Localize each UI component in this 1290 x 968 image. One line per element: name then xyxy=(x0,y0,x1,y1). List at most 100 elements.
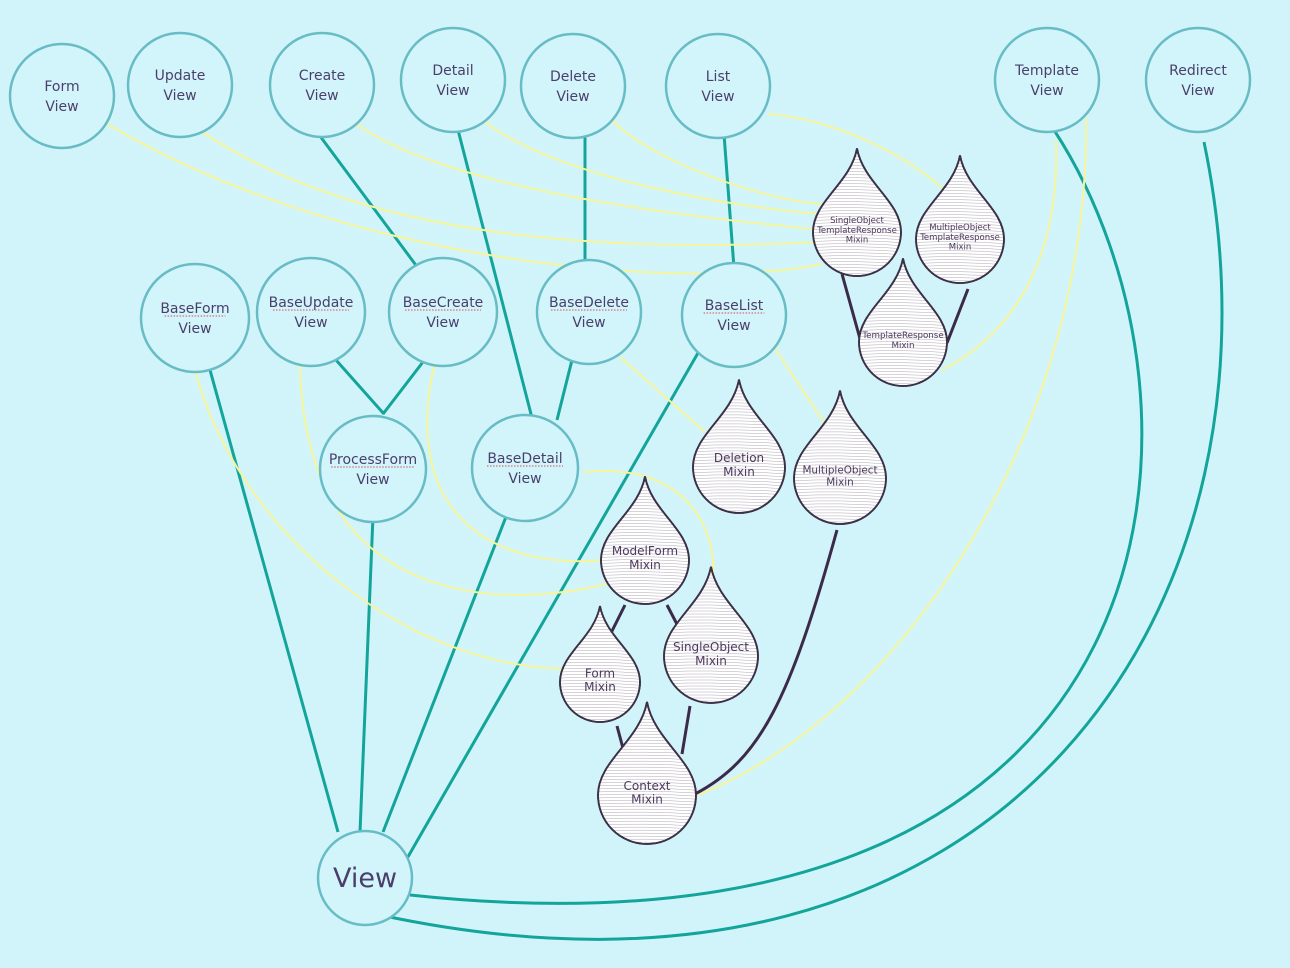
edge-teal-9 xyxy=(381,503,513,833)
class-circle-delete xyxy=(519,32,627,140)
edge-teal-3 xyxy=(722,133,736,269)
class-label-form-1: View xyxy=(45,99,78,115)
class-label-list-0: List xyxy=(706,69,731,85)
mixin-label-singleobject-0: SingleObject xyxy=(673,640,749,654)
class-label-basedetail-0: BaseDetail xyxy=(487,451,562,467)
class-label-view-0: View xyxy=(333,863,397,894)
class-circle-detail xyxy=(399,26,507,134)
class-circle-basedelete xyxy=(535,258,643,366)
mixin-outline-form_mixin xyxy=(559,605,641,723)
mixin-label-form_mixin-1: Mixin xyxy=(584,680,616,694)
mixin-label-templateresponse-0: TemplateResponse xyxy=(861,331,943,341)
edge-teal-7 xyxy=(208,369,340,833)
mixin-label-singleobject_tr-0: SingleObject xyxy=(830,216,884,226)
class-label-baselist-0: BaseList xyxy=(705,298,764,314)
mixin-label-templateresponse-1: Mixin xyxy=(892,341,915,351)
edge-dark-33 xyxy=(694,529,839,796)
edge-teal-8 xyxy=(358,515,375,833)
class-circle-form xyxy=(8,42,116,150)
edge-teal-0 xyxy=(318,135,420,269)
class-circle-list xyxy=(664,32,772,140)
mixin-label-context-1: Mixin xyxy=(631,793,663,807)
class-circle-processform xyxy=(318,414,428,524)
mixin-label-multipleobject_tr-1: TemplateResponse xyxy=(919,233,1000,243)
class-label-basedelete-1: View xyxy=(572,315,605,331)
class-label-detail-0: Detail xyxy=(432,63,473,79)
mixin-label-deletion-0: Deletion xyxy=(714,451,764,465)
class-circle-update xyxy=(126,31,234,139)
mixin-label-singleobject_tr-1: TemplateResponse xyxy=(816,226,897,236)
mixin-outline-context xyxy=(597,701,697,845)
mixin-label-context-0: Context xyxy=(623,779,670,793)
class-label-baseupdate-0: BaseUpdate xyxy=(269,295,354,311)
edge-teal-11 xyxy=(409,129,1144,905)
class-circle-basecreate xyxy=(387,256,499,368)
class-label-processform-0: ProcessForm xyxy=(329,452,417,468)
nodes-layer: FormViewUpdateViewCreateViewDetailViewDe… xyxy=(8,26,1252,927)
edge-dark-27 xyxy=(840,273,864,347)
edge-teal-6 xyxy=(555,359,574,421)
edge-teal-10 xyxy=(403,345,704,863)
edge-yellow-22 xyxy=(771,343,827,426)
mixin-outline-multipleobject xyxy=(793,390,887,525)
mixin-label-multipleobject-0: MultipleObject xyxy=(802,464,877,476)
class-circle-baseform xyxy=(139,262,251,374)
class-label-baseupdate-1: View xyxy=(294,315,327,331)
edge-yellow-20 xyxy=(689,117,1088,799)
class-label-update-0: Update xyxy=(155,68,206,84)
class-circle-baseupdate xyxy=(255,256,367,368)
edge-dark-28 xyxy=(945,288,970,344)
mixin-drop-context xyxy=(597,701,697,845)
edge-yellow-19 xyxy=(941,139,1058,371)
class-label-redirect-1: View xyxy=(1181,83,1214,99)
edge-teal-12 xyxy=(379,141,1224,941)
edge-dark-29 xyxy=(608,604,627,636)
class-label-basecreate-1: View xyxy=(426,315,459,331)
class-label-create-1: View xyxy=(305,88,338,104)
mixin-outline-templateresponse xyxy=(858,258,948,387)
class-label-basedetail-1: View xyxy=(508,471,541,487)
class-circle-create xyxy=(268,31,376,139)
class-circle-template xyxy=(993,26,1101,134)
class-label-baseform-1: View xyxy=(178,321,211,337)
edge-yellow-21 xyxy=(619,356,706,433)
class-label-processform-1: View xyxy=(356,472,389,488)
mixin-outline-multipleobject_tr xyxy=(915,155,1005,284)
mixin-label-multipleobject_tr-2: Mixin xyxy=(949,243,971,253)
edge-teal-1 xyxy=(455,125,534,419)
mixin-outline-singleobject xyxy=(663,566,759,704)
edge-teal-4 xyxy=(334,359,386,415)
class-label-list-1: View xyxy=(701,89,734,105)
edge-dark-32 xyxy=(680,705,692,755)
mixin-outline-deletion xyxy=(692,379,786,514)
class-label-basedelete-0: BaseDelete xyxy=(549,295,629,311)
class-label-redirect-0: Redirect xyxy=(1169,63,1227,79)
class-circle-view xyxy=(316,829,414,927)
class-node-view: View xyxy=(316,829,414,927)
edge-yellow-16 xyxy=(481,119,823,215)
class-label-delete-0: Delete xyxy=(550,69,596,85)
class-label-delete-1: View xyxy=(556,89,589,105)
mixin-label-multipleobject-1: Mixin xyxy=(826,476,853,488)
class-label-basecreate-0: BaseCreate xyxy=(403,295,484,311)
mixin-label-form_mixin-0: Form xyxy=(585,666,615,680)
